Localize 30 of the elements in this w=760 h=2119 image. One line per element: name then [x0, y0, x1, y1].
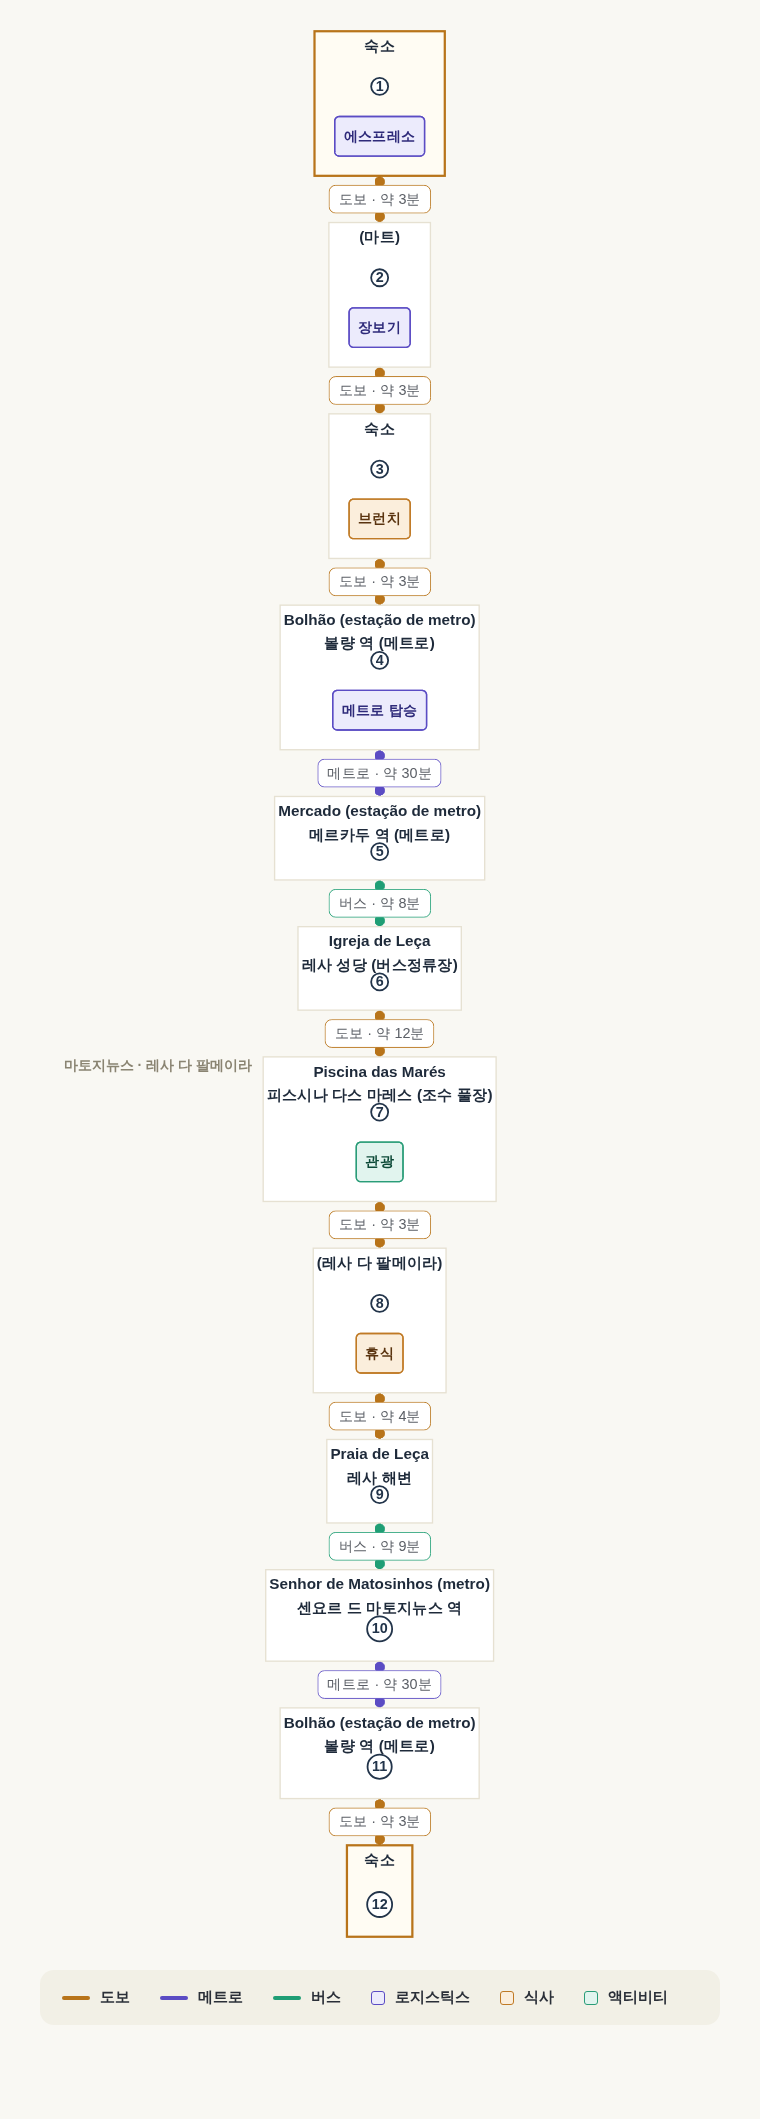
legend-label: 식사 [524, 1988, 554, 2007]
legend-label: 액티비티 [608, 1988, 668, 2007]
section-heading: 마토지뉴스 · 레사 다 팔메이라 [63, 1056, 252, 1075]
node-circle: 4 [370, 651, 390, 670]
node-circle: 8 [370, 1294, 390, 1313]
edge-label: 도보 · 약 12분 [334, 1025, 426, 1041]
node-circle: 12 [366, 1891, 394, 1918]
edge-label: 도보 · 약 3분 [338, 382, 422, 398]
node-circle: 11 [367, 1753, 393, 1780]
edge-label: 메트로 · 약 30분 [327, 765, 433, 781]
node-circle: 1 [370, 77, 390, 96]
edge-label: 도보 · 약 3분 [338, 1216, 422, 1233]
node-circle: 2 [370, 268, 390, 288]
node-circle: 9 [370, 1485, 390, 1505]
legend-label: 버스 [311, 1988, 341, 2007]
edge-label: 버스 · 약 8분 [338, 895, 422, 911]
node-circle: 10 [366, 1615, 394, 1643]
edge-label: 도보 · 약 3분 [338, 573, 422, 589]
node-circle: 3 [370, 459, 390, 479]
edge-label: 도보 · 약 3분 [338, 1813, 422, 1830]
node-circle: 7 [370, 1102, 390, 1122]
edge-label: 도보 · 약 3분 [338, 191, 422, 207]
legend-label: 로지스틱스 [395, 1988, 470, 2007]
legend-label: 메트로 [198, 1988, 243, 2007]
node-circle: 6 [370, 972, 390, 992]
edge-label: 메트로 · 약 30분 [327, 1676, 433, 1692]
node-circle: 5 [370, 842, 390, 862]
edge-label: 버스 · 약 9분 [338, 1538, 422, 1554]
legend-label: 도보 [100, 1988, 130, 2007]
edge-label: 도보 · 약 4분 [338, 1408, 422, 1424]
